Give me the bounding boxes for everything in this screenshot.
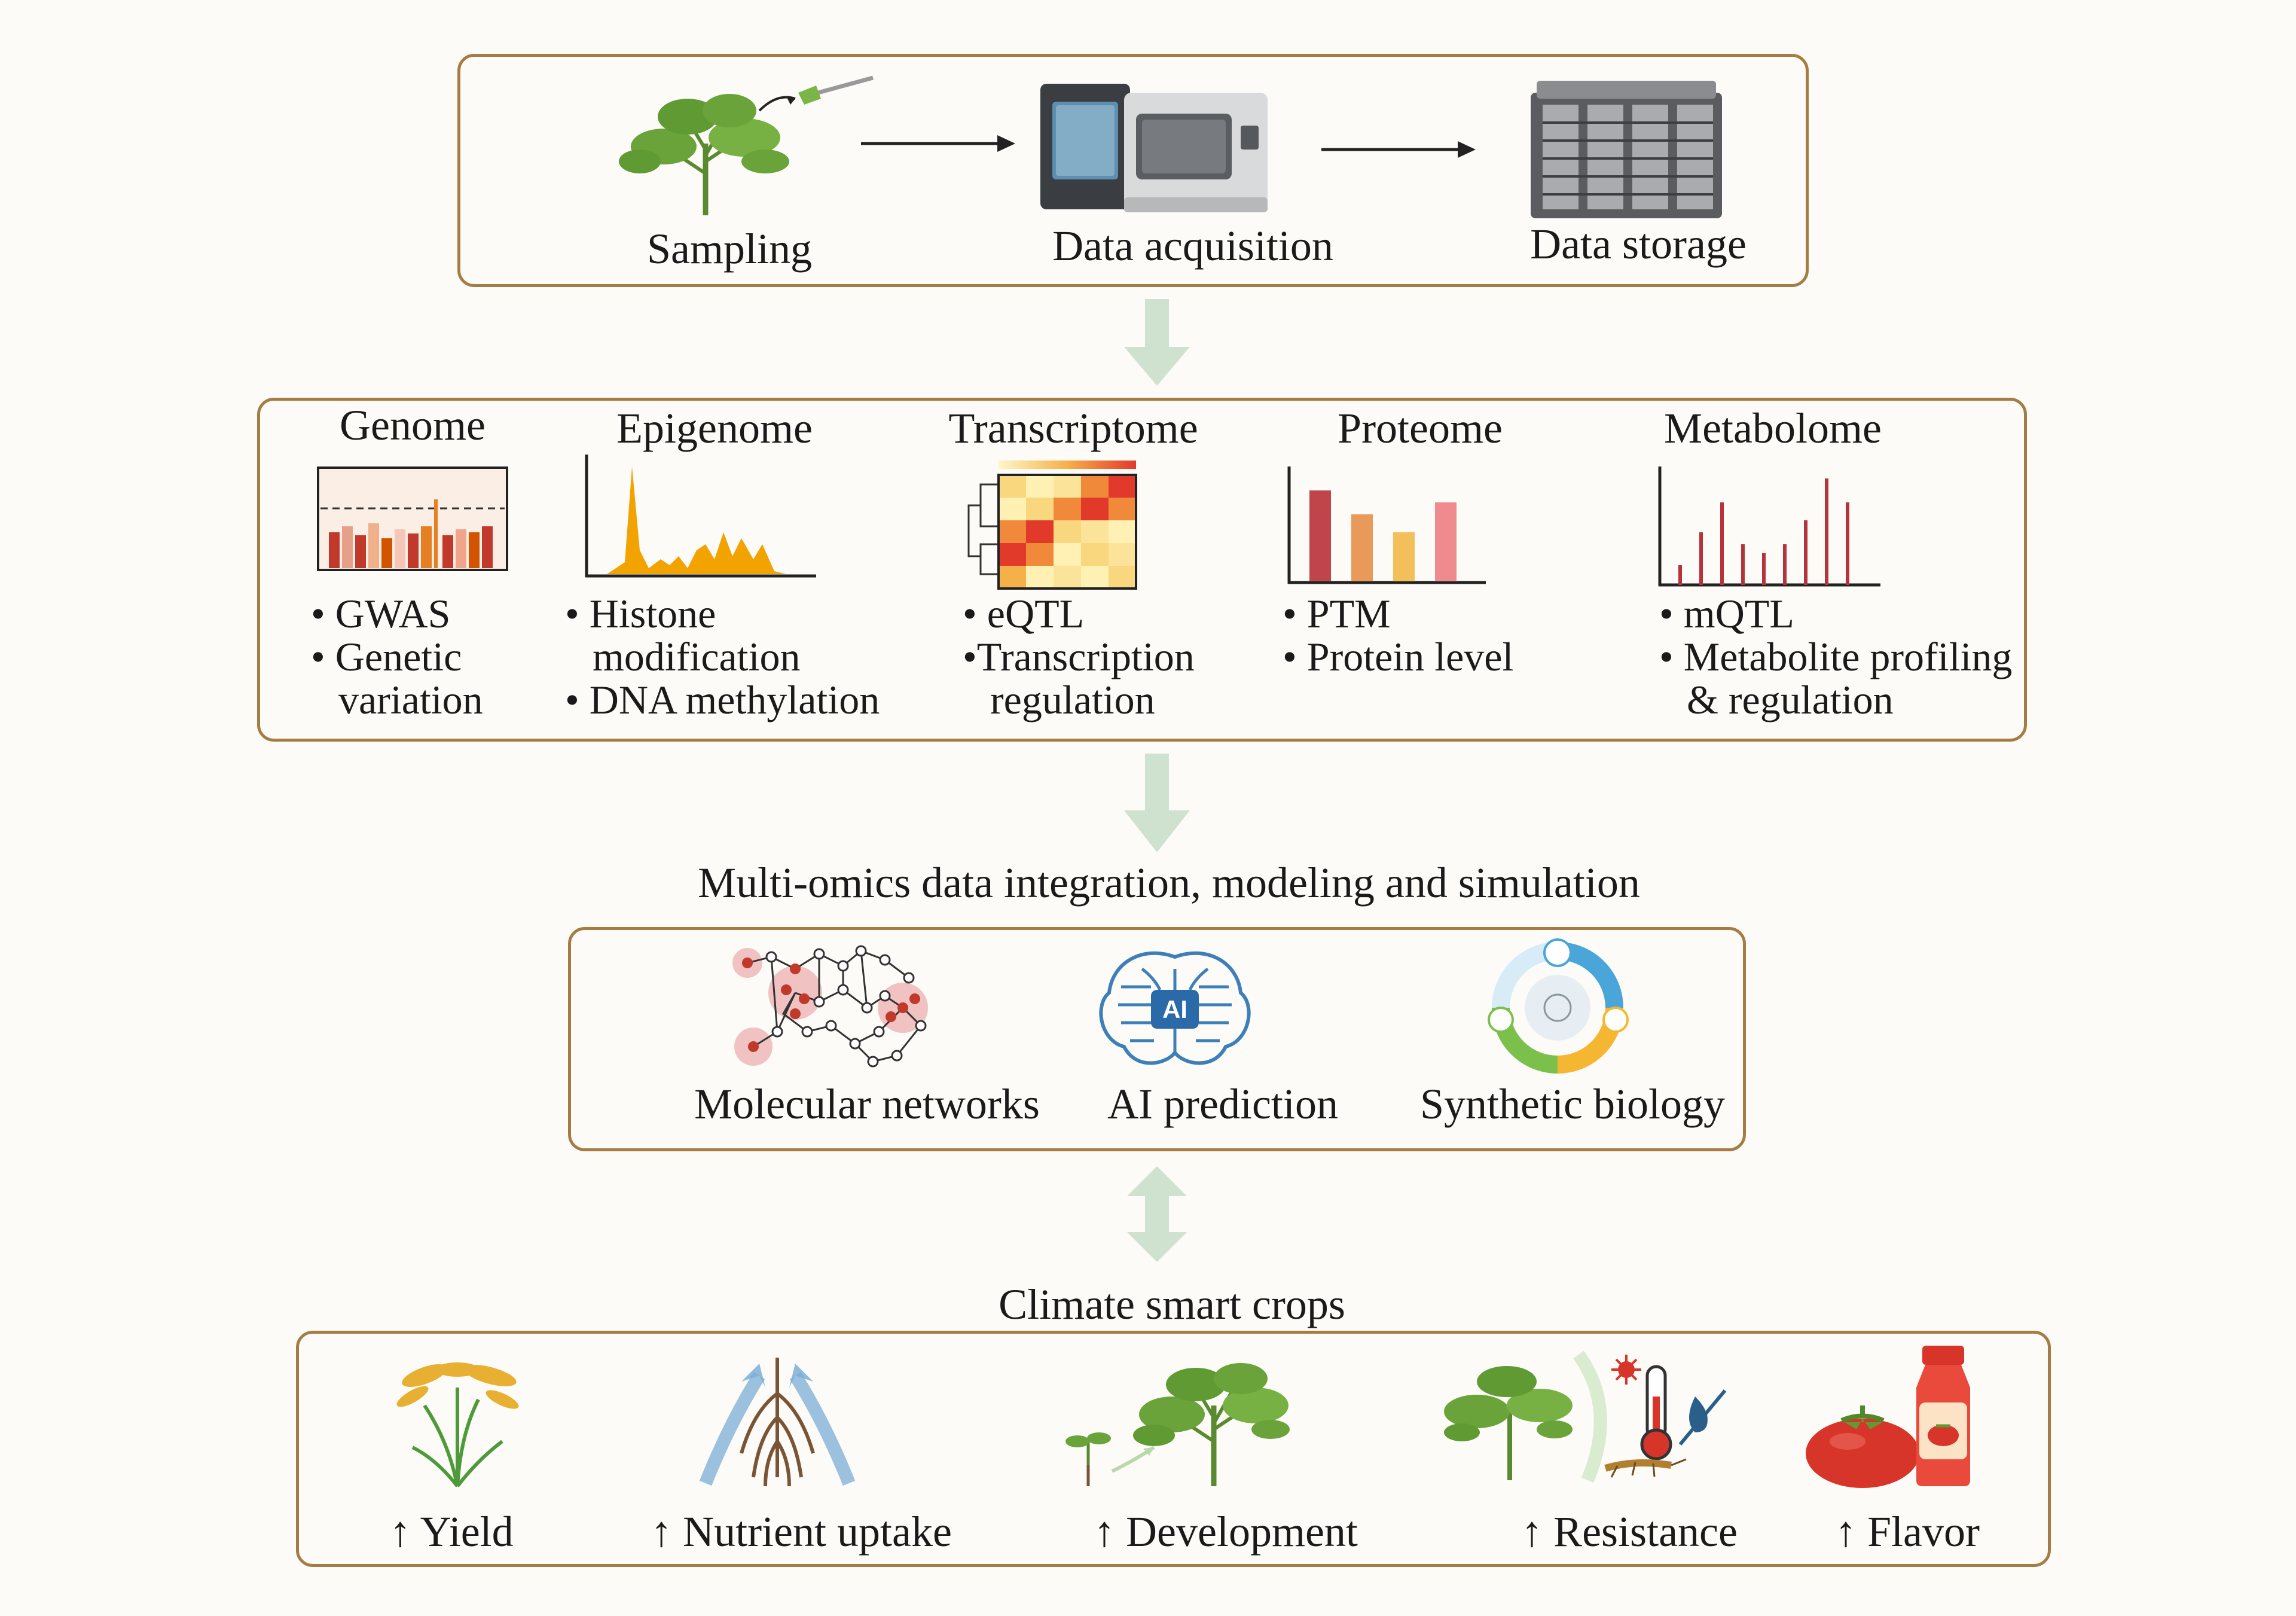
- bullet-item: • PTM: [1283, 591, 1391, 636]
- seedling-growth-icon: [1065, 1363, 1290, 1486]
- omics-layer-title: Epigenome: [616, 404, 813, 452]
- plant-sampling-icon: [619, 75, 874, 215]
- omics-layer-bullets: • eQTL •Transcription regulation: [963, 592, 1195, 721]
- crop-benefit-label: ↑ Nutrient uptake: [651, 1508, 952, 1556]
- bullet-item: • DNA methylation: [565, 677, 880, 722]
- synthetic-biology-cycle-icon: [1488, 938, 1629, 1074]
- pipeline-step-label: Data storage: [1530, 220, 1747, 268]
- bullet-item: • Protein level: [1283, 634, 1514, 679]
- omics-layer-title: Metabolome: [1664, 404, 1882, 452]
- omics-layer-bullets: • PTM • Protein level: [1283, 592, 1513, 678]
- pipeline-step-label: Data acquisition: [1052, 222, 1333, 270]
- integration-item-label: Synthetic biology: [1420, 1080, 1725, 1128]
- omics-layer-title: Genome: [340, 401, 486, 449]
- sequencer-instrument-icon: [1040, 84, 1268, 212]
- pipeline-arrow-icon: [861, 135, 1015, 152]
- bar-chart-icon: [1287, 466, 1486, 584]
- crops-heading: Climate smart crops: [999, 1280, 1345, 1328]
- peak-track-icon: [585, 455, 816, 578]
- bullet-item: modification: [593, 634, 801, 679]
- crop-benefit-label: ↑ Development: [1094, 1508, 1358, 1556]
- rice-plant-icon: [396, 1362, 519, 1487]
- omics-layer-bullets: • mQTL • Metabolite profiling & regulati…: [1659, 592, 2012, 721]
- bullet-item: • eQTL: [963, 591, 1085, 636]
- heatmap-dendrogram-icon: [967, 461, 1137, 590]
- bullet-item: & regulation: [1687, 677, 1894, 722]
- bullet-item: • Histone: [565, 591, 716, 636]
- stress-resistance-icon: [1444, 1350, 1727, 1483]
- omics-layer-title: Transcriptome: [948, 404, 1198, 452]
- bullet-item: • Metabolite profiling: [1659, 634, 2013, 679]
- bidirectional-arrow-icon: [1127, 1166, 1187, 1262]
- crops-box: [296, 1331, 2051, 1567]
- bullet-item: •Transcription: [963, 634, 1195, 679]
- bullet-item: variation: [338, 677, 483, 722]
- pipeline-step-label: Sampling: [646, 225, 813, 273]
- flow-down-arrow-icon: [1124, 299, 1190, 386]
- server-rack-icon: [1531, 81, 1722, 218]
- omics-box: [257, 398, 2027, 742]
- manhattan-plot-icon: [317, 466, 508, 571]
- omics-layer-bullets: • Histone modification • DNA methylation: [565, 592, 880, 721]
- bullet-item: • Genetic: [311, 634, 462, 679]
- bullet-item: regulation: [990, 677, 1155, 722]
- crop-benefit-label: ↑ Yield: [389, 1508, 514, 1556]
- flow-down-arrow-icon: [1124, 754, 1190, 852]
- integration-item-label: AI prediction: [1107, 1080, 1338, 1128]
- crop-benefit-label: ↑ Resistance: [1521, 1508, 1738, 1556]
- omics-layer-title: Proteome: [1338, 404, 1503, 452]
- crop-benefit-label: ↑ Flavor: [1835, 1508, 1980, 1556]
- omics-layer-bullets: • GWAS • Genetic variation: [311, 592, 483, 721]
- integration-heading: Multi-omics data integration, modeling a…: [698, 859, 1640, 907]
- root-system-icon: [699, 1358, 856, 1487]
- integration-item-label: Molecular networks: [694, 1080, 1040, 1128]
- bullet-item: • mQTL: [1659, 591, 1794, 636]
- pipeline-arrow-icon: [1321, 141, 1476, 158]
- network-graph-icon: [732, 945, 928, 1068]
- mass-spectrum-icon: [1658, 466, 1880, 587]
- svg-text:AI: AI: [1162, 995, 1187, 1023]
- tomato-juice-icon: [1806, 1346, 1970, 1488]
- bullet-item: • GWAS: [311, 591, 451, 636]
- ai-brain-icon: AI: [1099, 951, 1251, 1065]
